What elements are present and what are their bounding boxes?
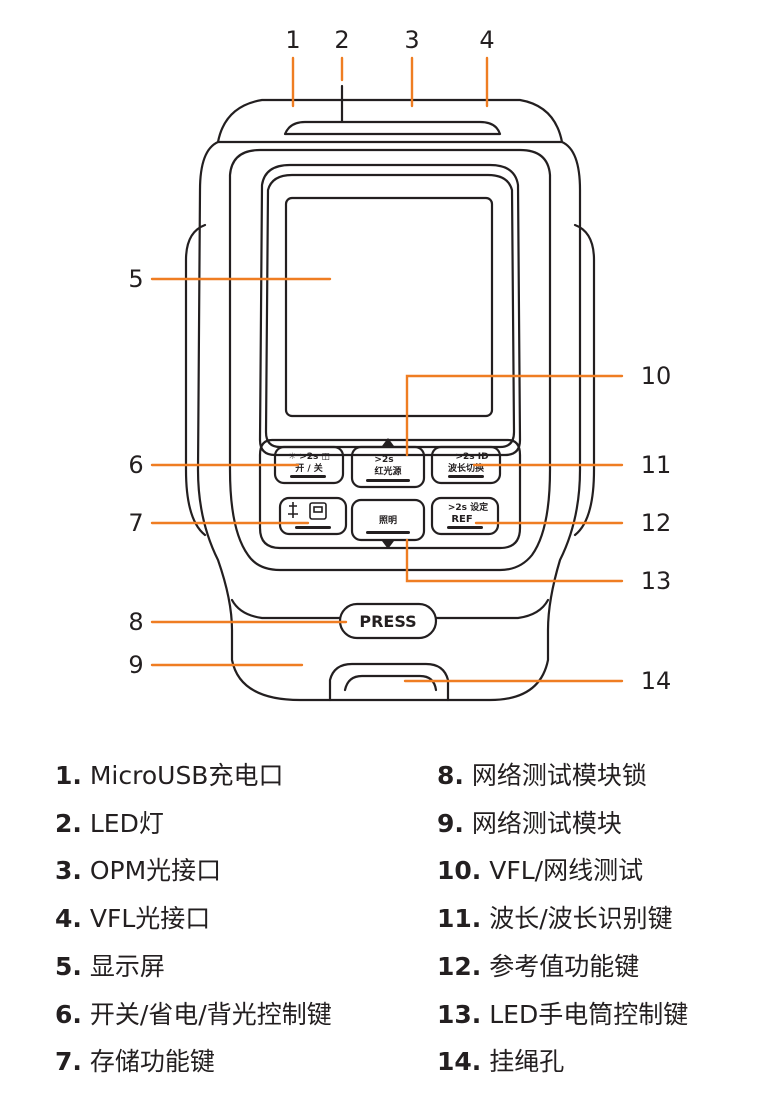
ref-key[interactable] xyxy=(430,496,500,536)
callout-7: 7 xyxy=(128,509,143,537)
wavelength-key-top: >2s ID xyxy=(455,452,488,462)
legend-item: 4. VFL光接口 xyxy=(55,904,211,934)
storage-icon xyxy=(288,502,327,520)
callout-11: 11 xyxy=(641,451,672,479)
leader-13 xyxy=(405,538,624,583)
callout-9: 9 xyxy=(128,651,143,679)
callout-5: 5 xyxy=(128,265,143,293)
legend-item: 3. OPM光接口 xyxy=(55,856,222,886)
legend-item: 7. 存储功能键 xyxy=(55,1047,215,1077)
legend-item: 13. LED手电筒控制键 xyxy=(437,999,689,1029)
red-light-key-bottom: 红光源 xyxy=(374,465,401,477)
callout-10: 10 xyxy=(641,362,672,390)
callout-12: 12 xyxy=(641,509,672,537)
lanyard-hole xyxy=(328,662,450,702)
callout-6: 6 xyxy=(128,451,143,479)
flashlight-key-bottom: 照明 xyxy=(379,515,397,526)
legend-item: 14. 挂绳孔 xyxy=(437,1047,565,1077)
callout-3: 3 xyxy=(404,26,419,54)
power-key-bottom: 开 / 关 xyxy=(295,462,323,474)
display-screen xyxy=(284,196,494,418)
legend-item: 6. 开关/省电/背光控制键 xyxy=(55,999,332,1029)
legend-item: 5. 显示屏 xyxy=(55,951,165,981)
inner-shell xyxy=(228,148,552,572)
down-arrow-icon xyxy=(382,541,394,549)
legend-item: 12. 参考值功能键 xyxy=(437,951,640,981)
legend-item: 8. 网络测试模块锁 xyxy=(437,761,647,790)
leader-10 xyxy=(405,374,624,457)
right-grip xyxy=(573,223,596,537)
top-cap-inner xyxy=(283,120,502,136)
legend-right: 8. 网络测试模块锁 9. 网络测试模块 10. VFL/网线测试 11. 波长… xyxy=(437,752,777,1086)
legend-item: 11. 波长/波长识别键 xyxy=(437,904,673,934)
storage-key[interactable] xyxy=(278,496,348,536)
callout-14: 14 xyxy=(641,667,672,695)
callout-13: 13 xyxy=(641,567,672,595)
red-light-key-top: >2s xyxy=(374,455,393,465)
callout-2: 2 xyxy=(334,26,349,54)
callout-8: 8 xyxy=(128,608,143,636)
ref-key-top: >2s 设定 xyxy=(448,501,489,513)
ref-key-bottom: REF xyxy=(451,514,472,525)
legend-item: 1. MicroUSB充电口 xyxy=(55,761,284,790)
press-button-label: PRESS xyxy=(359,612,416,631)
flashlight-key[interactable] xyxy=(350,498,426,542)
legend-item: 2. LED灯 xyxy=(55,808,164,838)
key-panel xyxy=(258,438,522,550)
device-body-outline xyxy=(196,140,582,702)
callout-4: 4 xyxy=(479,26,494,54)
screen-bezel xyxy=(258,163,522,457)
legend-item: 10. VFL/网线测试 xyxy=(437,856,644,886)
up-arrow-icon xyxy=(382,438,394,446)
legend-item: 9. 网络测试模块 xyxy=(437,808,622,838)
callout-1: 1 xyxy=(285,26,300,54)
legend-left: 1. MicroUSB充电口 2. LED灯 3. OPM光接口 4. VFL光… xyxy=(55,752,415,1086)
left-grip xyxy=(184,223,207,537)
power-key-top: ☼ >2s ◫ xyxy=(288,452,330,462)
device-diagram: ☼ >2s ◫ 开 / 关 >2s 红光源 >2s ID 波长切换 照明 >2s… xyxy=(128,26,672,702)
red-light-key[interactable] xyxy=(350,445,426,489)
